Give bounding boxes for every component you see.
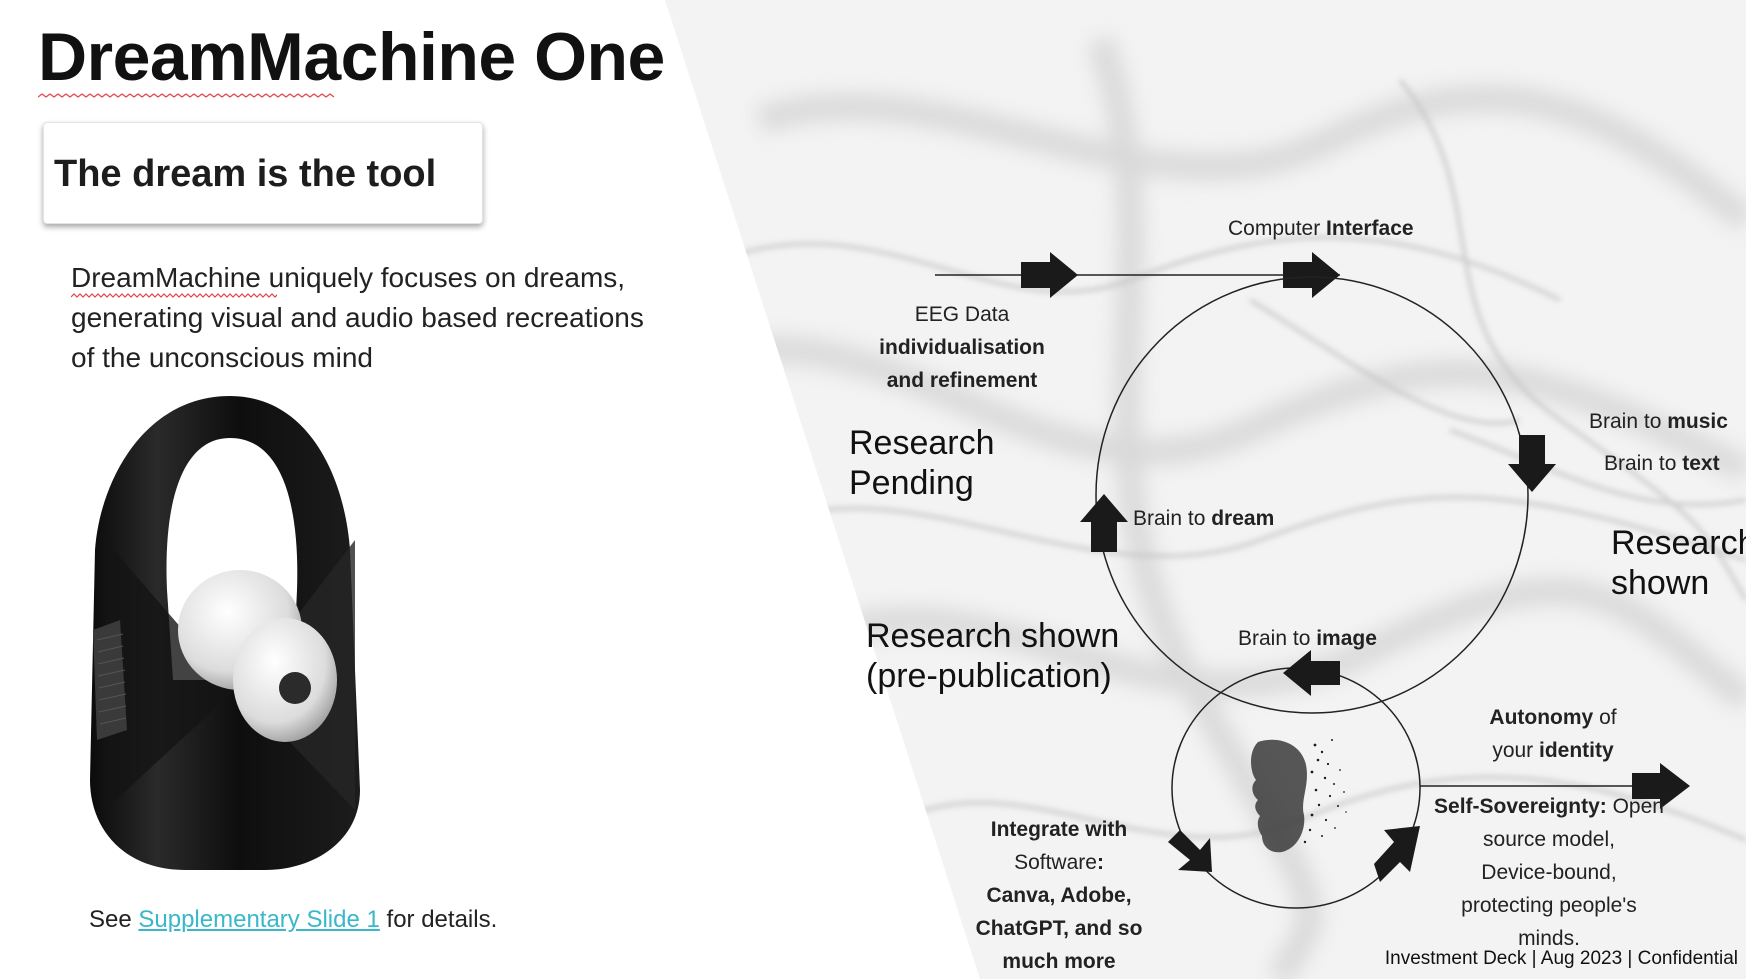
arrow-left-icon xyxy=(1283,650,1340,696)
research-shown-pre-publication-label: Research shown (pre-publication) xyxy=(866,617,1120,695)
arrow-right-icon xyxy=(1632,763,1690,809)
tagline-text: The dream is the tool xyxy=(54,153,437,195)
brain-to-image-label: Brain to image xyxy=(1238,627,1377,650)
upper-circle xyxy=(1095,276,1529,714)
dotted-face-icon xyxy=(1251,739,1347,853)
brand-name: DreamMachine xyxy=(71,262,261,293)
brain-to-music-label: Brain to music xyxy=(1589,410,1728,433)
supplementary-note: See Supplementary Slide 1 for details. xyxy=(89,906,497,934)
self-sovereignty-label: Self-Sovereignty: Open source model, Dev… xyxy=(1434,795,1664,950)
arrow-down-right-icon xyxy=(1168,830,1212,872)
arrow-down-icon xyxy=(1508,435,1556,492)
research-shown-label: Research shown xyxy=(1611,524,1746,602)
autonomy-label: Autonomy of your identity xyxy=(1489,706,1617,762)
arrow-up-icon xyxy=(1080,494,1128,552)
integrate-label: Integrate with Software: Canva, Adobe, C… xyxy=(975,818,1143,973)
research-pending-label: Research Pending xyxy=(849,424,995,502)
description: DreamMachine uniquely focuses on dreams,… xyxy=(71,258,671,378)
earbud-product-image xyxy=(90,396,360,870)
spellcheck-underline-brand xyxy=(71,293,277,298)
brain-to-dream-label: Brain to dream xyxy=(1133,507,1275,530)
computer-interface-label: Computer Interface xyxy=(1228,217,1414,240)
eeg-label: EEG Data individualisation and refinemen… xyxy=(879,303,1045,392)
brain-to-text-label: Brain to text xyxy=(1604,452,1720,475)
page-title: DreamMachine One xyxy=(38,19,665,95)
tagline-card: The dream is the tool xyxy=(43,122,483,224)
arrow-right-icon xyxy=(1021,252,1078,298)
arrow-right-icon xyxy=(1283,252,1340,298)
see-suffix: for details. xyxy=(379,906,498,933)
spellcheck-underline-title xyxy=(38,93,335,98)
description-text: uniquely focuses on dreams, generating v… xyxy=(71,262,644,373)
supplementary-slide-link[interactable]: Supplementary Slide 1 xyxy=(138,906,380,933)
see-prefix: See xyxy=(89,906,139,933)
footer: Investment Deck | Aug 2023 | Confidentia… xyxy=(1384,948,1738,969)
arrow-up-right-icon xyxy=(1374,826,1420,882)
